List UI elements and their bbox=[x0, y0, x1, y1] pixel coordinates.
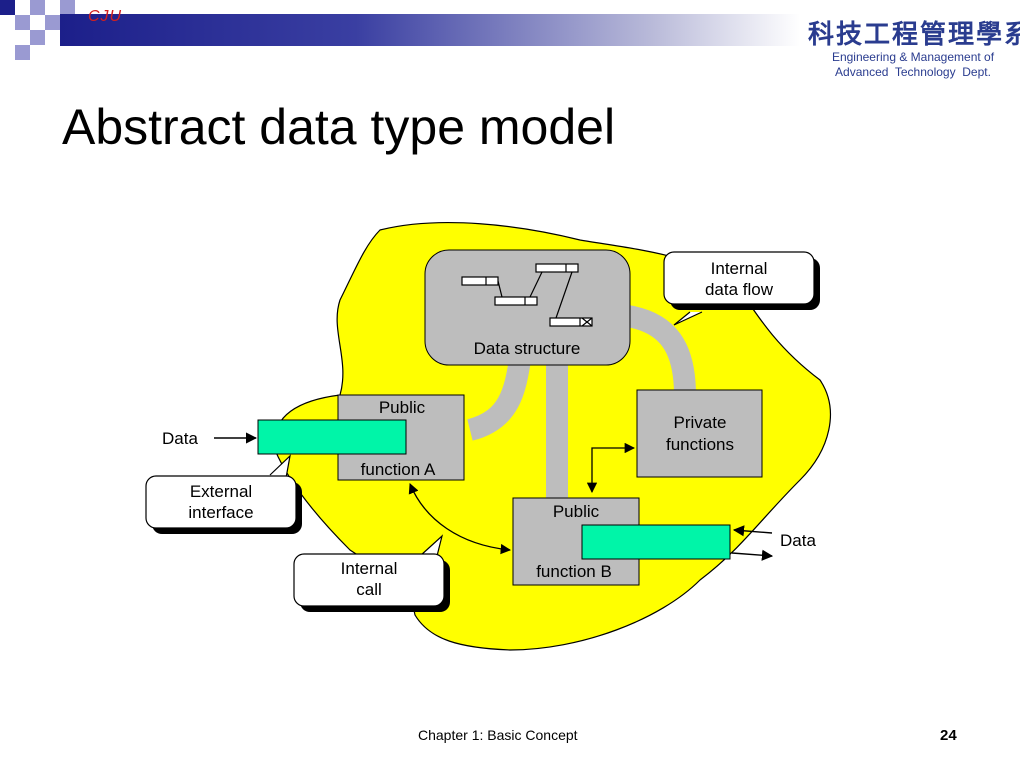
slide-title: Abstract data type model bbox=[62, 99, 616, 155]
public-function-b-bottom: function B bbox=[536, 562, 612, 581]
flow-channel-b bbox=[546, 360, 568, 500]
flow-channel-private bbox=[618, 304, 696, 396]
flow-channel-a bbox=[466, 358, 531, 441]
data-input-label: Data bbox=[162, 429, 198, 448]
public-function-a-top: Public bbox=[379, 398, 426, 417]
callout-pointer-external bbox=[269, 454, 291, 479]
private-call-arrow bbox=[586, 442, 636, 494]
decor-square bbox=[30, 30, 45, 45]
callout-external-interface bbox=[145, 475, 297, 529]
decor-square bbox=[30, 0, 45, 15]
public-function-a-bottom: function A bbox=[361, 460, 436, 479]
private-functions-box bbox=[636, 389, 763, 478]
private-functions-line1: Private bbox=[674, 413, 727, 432]
private-functions-line2: functions bbox=[666, 435, 734, 454]
callout-internal-data-flow bbox=[663, 251, 815, 305]
decor-square bbox=[45, 15, 60, 30]
internal-call-arrow bbox=[408, 483, 512, 555]
decor-square bbox=[0, 0, 15, 15]
department-logo-english: Engineering & Management of Advanced Tec… bbox=[808, 50, 1018, 80]
callout-pointer-data-flow bbox=[673, 311, 703, 326]
decor-square bbox=[15, 45, 30, 60]
callout-internal-call-line2: call bbox=[356, 580, 382, 599]
brand-text: CJU bbox=[88, 8, 123, 25]
callout-external-line1: External bbox=[190, 482, 252, 501]
public-function-b-top: Public bbox=[553, 502, 600, 521]
footer-chapter: Chapter 1: Basic Concept bbox=[418, 727, 578, 743]
department-logo-chinese: 科技工程管理學系 bbox=[808, 20, 1020, 48]
data-in-arrow-right bbox=[732, 525, 773, 537]
callout-data-flow-line2: data flow bbox=[705, 280, 774, 299]
interface-a bbox=[257, 419, 407, 455]
callout-internal-call-line1: Internal bbox=[341, 559, 398, 578]
adt-diagram: Data structure Public function A Private… bbox=[145, 221, 831, 651]
logo-english-line2: Advanced Technology Dept. bbox=[835, 65, 991, 79]
data-out-arrow-right bbox=[731, 549, 774, 561]
callout-internal-call bbox=[293, 553, 445, 607]
callout-data-flow-line1: Internal bbox=[711, 259, 768, 278]
callout-external-line2: interface bbox=[188, 503, 253, 522]
linked-list-glyph bbox=[461, 263, 593, 327]
interface-b bbox=[581, 524, 731, 560]
data-structure-label: Data structure bbox=[474, 339, 581, 358]
header-gradient-bar bbox=[60, 14, 800, 46]
data-output-label: Data bbox=[780, 531, 816, 550]
page-number: 24 bbox=[940, 727, 957, 744]
decor-square bbox=[60, 0, 75, 15]
logo-english-line1: Engineering & Management of bbox=[831, 50, 995, 64]
decor-square bbox=[15, 15, 30, 30]
